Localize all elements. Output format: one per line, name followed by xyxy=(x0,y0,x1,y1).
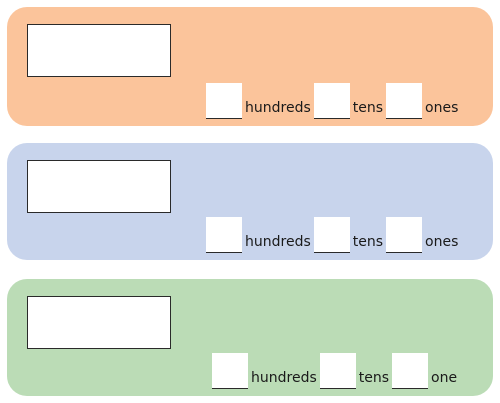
hundreds-digit-box[interactable] xyxy=(206,83,242,119)
tens-label: tens xyxy=(358,370,390,386)
hundreds-label: hundreds xyxy=(245,100,311,116)
hundreds-label: hundreds xyxy=(245,234,311,250)
tens-label: tens xyxy=(352,234,384,250)
place-value-row: hundreds tens ones xyxy=(206,215,461,253)
ones-digit-box[interactable] xyxy=(386,83,423,119)
ones-digit-box[interactable] xyxy=(392,353,429,389)
tens-digit-box[interactable] xyxy=(313,217,350,253)
tens-label: tens xyxy=(352,100,384,116)
place-value-row: hundreds tens ones xyxy=(206,81,461,119)
hundreds-digit-box[interactable] xyxy=(206,217,242,253)
place-value-card-3: hundreds tens one xyxy=(7,279,493,396)
ones-label: ones xyxy=(425,100,459,116)
ones-digit-box[interactable] xyxy=(386,217,423,253)
ones-label: one xyxy=(431,370,458,386)
place-value-row: hundreds tens one xyxy=(212,351,460,389)
number-answer-box[interactable] xyxy=(27,160,171,213)
place-value-card-2: hundreds tens ones xyxy=(7,143,493,260)
number-answer-box[interactable] xyxy=(27,24,171,77)
hundreds-digit-box[interactable] xyxy=(212,353,248,389)
hundreds-label: hundreds xyxy=(251,370,317,386)
number-answer-box[interactable] xyxy=(27,296,171,349)
place-value-card-1: hundreds tens ones xyxy=(7,7,493,126)
tens-digit-box[interactable] xyxy=(319,353,356,389)
ones-label: ones xyxy=(425,234,459,250)
tens-digit-box[interactable] xyxy=(313,83,350,119)
